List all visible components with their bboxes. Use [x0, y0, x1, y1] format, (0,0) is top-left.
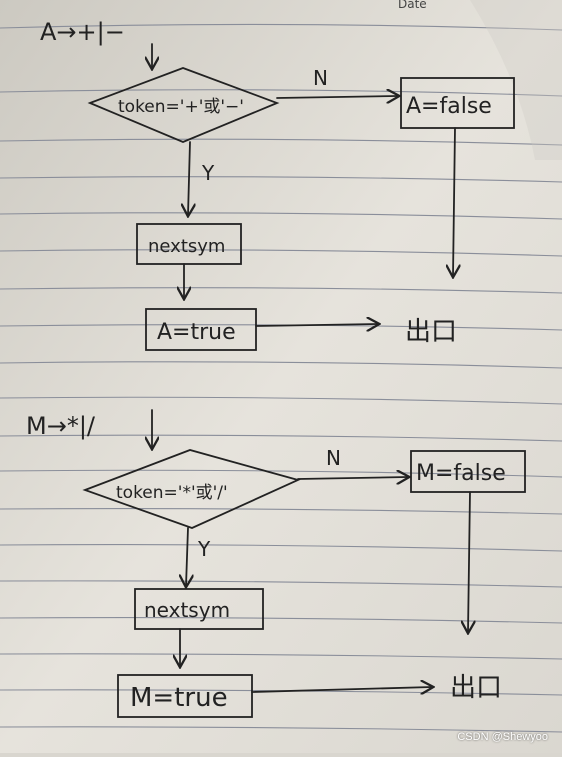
no-branch-arrow [297, 477, 408, 479]
addop-yes-label: Y [201, 161, 215, 185]
watermark-text: CSDN @Shewyoo [457, 731, 548, 743]
mulop-no-label: N [326, 446, 341, 470]
diagram-mulop-labels: M→*|/ token='*'或'/' N Y M=false nextsym … [26, 412, 506, 713]
mulop-yes-label: Y [197, 537, 211, 561]
mulop-exit-text: 出口 [450, 673, 502, 703]
mulop-false-text: M=false [416, 461, 506, 486]
header-date-label: Date [398, 0, 427, 11]
addop-true-text: A=true [157, 320, 236, 345]
false-box [410, 450, 526, 493]
false-to-exit-arrow [453, 127, 455, 276]
decision-diamond [87, 67, 280, 143]
addop-no-label: N [313, 66, 328, 90]
mulop-rule-label: M→*|/ [26, 412, 96, 440]
nextsym-box [136, 223, 242, 265]
yes-branch-arrow [186, 527, 188, 586]
true-to-exit-arrow [255, 324, 378, 326]
no-branch-arrow [276, 96, 398, 98]
nextsym-box [134, 588, 264, 630]
false-box [400, 77, 515, 129]
diagram-mulop [82, 409, 526, 718]
addop-decision-text: token='+'或'−' [118, 97, 244, 117]
yes-branch-arrow [188, 141, 190, 215]
mulop-true-text: M=true [130, 683, 228, 713]
addop-exit-text: 出口 [405, 317, 457, 347]
addop-rule-label: A→+|− [40, 18, 125, 46]
true-to-exit-arrow [251, 687, 432, 692]
false-to-exit-arrow [468, 491, 470, 632]
decision-diamond [82, 449, 301, 529]
page-curl-shadow [470, 0, 562, 160]
diagram-addop-labels: A→+|− token='+'或'−' N Y A=false nextsym … [40, 18, 492, 347]
diagram-addop [87, 43, 515, 351]
mulop-decision-text: token='*'或'/' [116, 483, 228, 503]
ruled-lines [0, 23, 562, 733]
addop-false-text: A=false [406, 94, 492, 119]
mulop-nextsym-text: nextsym [144, 598, 230, 622]
addop-nextsym-text: nextsym [148, 236, 225, 257]
true-box [145, 308, 257, 351]
true-box [117, 674, 253, 718]
